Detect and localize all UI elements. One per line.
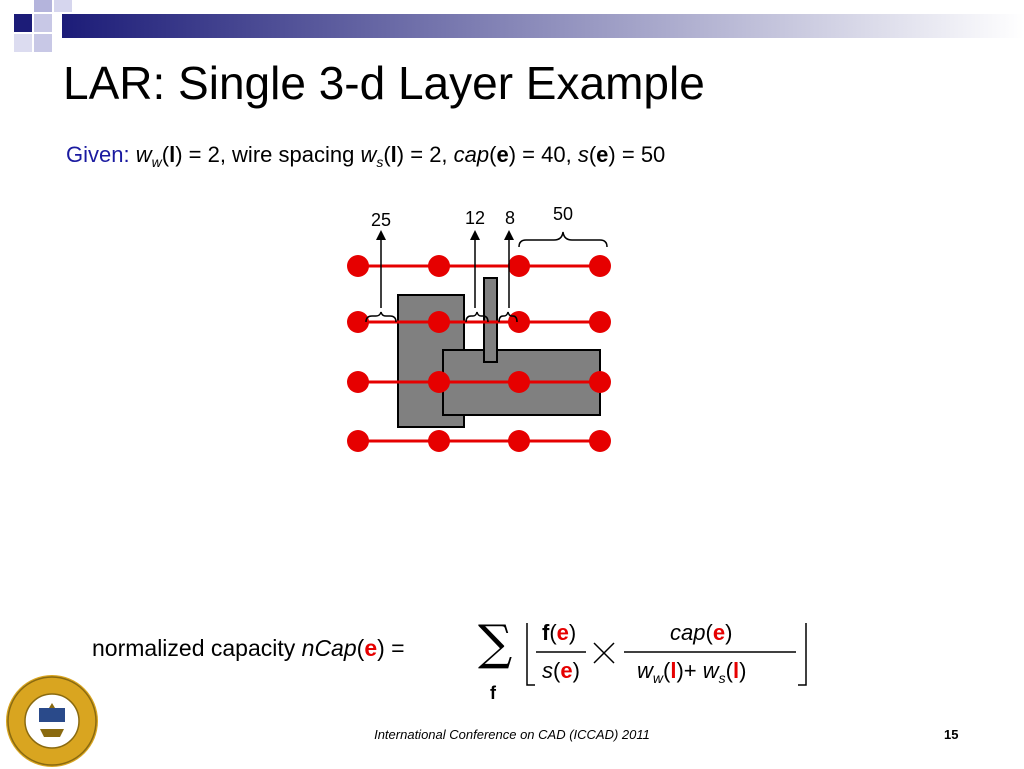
grid-node [428, 430, 450, 452]
deco-square [14, 14, 32, 32]
given-label: Given: [66, 142, 130, 167]
grid-node [589, 255, 611, 277]
brace-right-edge [498, 311, 518, 323]
grid-node [428, 371, 450, 393]
grid-node [508, 311, 530, 333]
e-var: e [496, 142, 509, 167]
floor-bracket-right [798, 623, 807, 686]
given-line: Given: ww(l) = 2, wire spacing ws(l) = 2… [66, 142, 666, 170]
slide-title: LAR: Single 3-d Layer Example [63, 57, 705, 109]
deco-square [14, 34, 32, 52]
l-var: l [390, 142, 397, 167]
page-number: 15 [944, 727, 959, 742]
formula-strokes [526, 623, 807, 686]
brace-mid-edge [465, 311, 489, 323]
arrow-12-head [470, 230, 480, 240]
header-decoration [14, 0, 1024, 52]
sigma-symbol: ∑ [478, 615, 513, 671]
times-sign [593, 642, 615, 664]
grid-nodes [347, 255, 611, 452]
ww-subscript: w [151, 154, 162, 170]
label-12: 12 [465, 208, 485, 228]
routing-grid-diagram: 25 12 8 50 [347, 204, 611, 452]
ws-subscript: s [376, 154, 384, 170]
grid-node [589, 311, 611, 333]
deco-square [34, 0, 52, 12]
floor-bracket-left [526, 623, 535, 686]
grid-node [508, 430, 530, 452]
grid-node [347, 311, 369, 333]
deco-square [54, 0, 72, 12]
seal-lamp [40, 729, 64, 737]
footer-text: International Conference on CAD (ICCAD) … [374, 727, 650, 742]
numerator-right: cap(e) [670, 620, 733, 645]
brace-top-edge [518, 231, 608, 248]
ncap-label: normalized capacity nCap(e) = [92, 635, 405, 661]
grid-node [508, 371, 530, 393]
ncap-formula: normalized capacity nCap(e) = ∑ f f(e) s… [90, 615, 830, 715]
grid-node [508, 255, 530, 277]
label-25: 25 [371, 210, 391, 230]
header-gradient-bar [62, 14, 1024, 38]
denominator-left: s(e) [542, 658, 580, 683]
ws-symbol: w [360, 142, 377, 167]
deco-square [34, 14, 52, 32]
grid-node [347, 371, 369, 393]
label-50: 50 [553, 204, 573, 224]
e-var: e [596, 142, 609, 167]
s-fn: s [577, 142, 589, 167]
label-8: 8 [505, 208, 515, 228]
grid-node [347, 255, 369, 277]
deco-square [34, 34, 52, 52]
university-seal-logo [6, 675, 98, 767]
grid-node [428, 255, 450, 277]
arrow-8-head [504, 230, 514, 240]
l-var: l [169, 142, 176, 167]
brace-left-edge [365, 311, 397, 323]
grid-node [589, 371, 611, 393]
ncap-fn: nCap [301, 635, 357, 661]
obstacle-block-thin [483, 277, 498, 363]
denominator-right: ww(l)+ ws(l) [637, 658, 747, 686]
sigma-subscript: f [490, 683, 496, 703]
grid-node [428, 311, 450, 333]
seal-shield [39, 708, 65, 722]
grid-node [347, 430, 369, 452]
cap-fn: cap [453, 142, 490, 167]
arrow-25-head [376, 230, 386, 240]
numerator-left: f(e) [542, 620, 577, 645]
ww-symbol: w [135, 142, 152, 167]
grid-node [589, 430, 611, 452]
e-var: e [364, 635, 378, 661]
